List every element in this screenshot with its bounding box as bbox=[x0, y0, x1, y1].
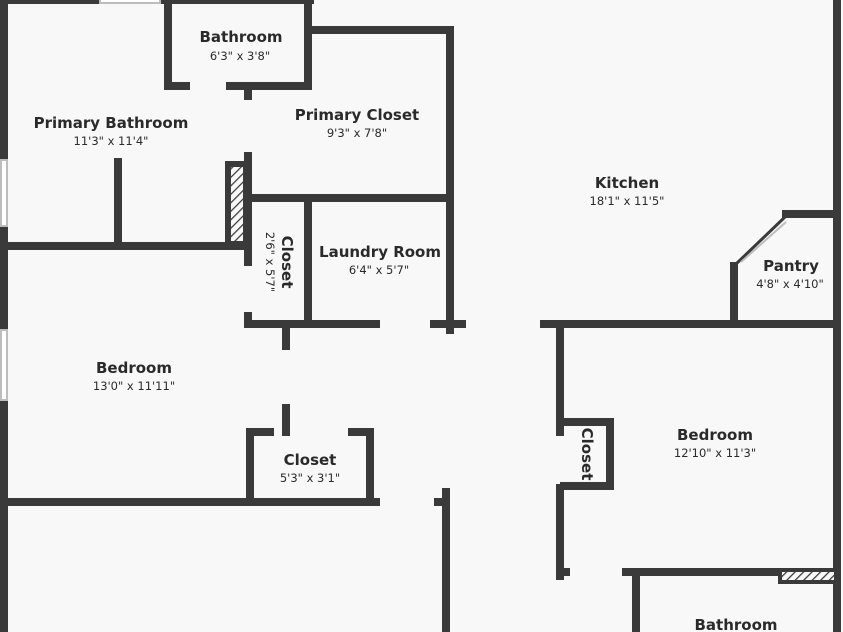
hatched-cabinet-left bbox=[225, 161, 249, 247]
laundry-room-dims: 6'4" x 5'7" bbox=[349, 263, 409, 277]
primary-closet-name: Primary Closet bbox=[295, 106, 419, 124]
primary-closet-dims: 9'3" x 7'8" bbox=[327, 126, 387, 140]
primary-bathroom-name: Primary Bathroom bbox=[34, 114, 189, 132]
bedroom-right-dims: 12'10" x 11'3" bbox=[674, 446, 756, 460]
bedroom-left-dims: 13'0" x 11'11" bbox=[93, 379, 175, 393]
pantry-dims: 4'8" x 4'10" bbox=[756, 277, 824, 291]
kitchen-dims: 18'1" x 11'5" bbox=[590, 194, 665, 208]
closet-vertical-label: Closet 2'6" x 5'7" bbox=[263, 232, 296, 292]
bathroom-bottom-name: Bathroom bbox=[694, 616, 777, 632]
closet-right-name: Closet bbox=[578, 428, 596, 481]
pantry-name: Pantry bbox=[763, 257, 819, 275]
laundry-room-name: Laundry Room bbox=[319, 243, 441, 261]
bathroom-top-name: Bathroom bbox=[199, 28, 282, 46]
pantry-door-leaf bbox=[740, 221, 787, 263]
hatched-cabinet-right bbox=[778, 568, 838, 584]
bedroom-left-name: Bedroom bbox=[96, 359, 172, 377]
bedroom-right-name: Bedroom bbox=[677, 426, 753, 444]
closet-vertical-name: Closet bbox=[278, 236, 296, 289]
closet-small-dims: 5'3" x 3'1" bbox=[280, 471, 340, 485]
kitchen-name: Kitchen bbox=[595, 174, 659, 192]
pantry-door bbox=[734, 214, 788, 266]
closet-vertical-dims: 2'6" x 5'7" bbox=[263, 232, 277, 292]
bathroom-top-dims: 6'3" x 3'8" bbox=[210, 49, 270, 63]
closet-small-name: Closet bbox=[284, 451, 337, 469]
windows bbox=[0, 0, 161, 401]
primary-bathroom-dims: 11'3" x 11'4" bbox=[74, 134, 149, 148]
closet-right-label: Closet bbox=[578, 428, 596, 481]
